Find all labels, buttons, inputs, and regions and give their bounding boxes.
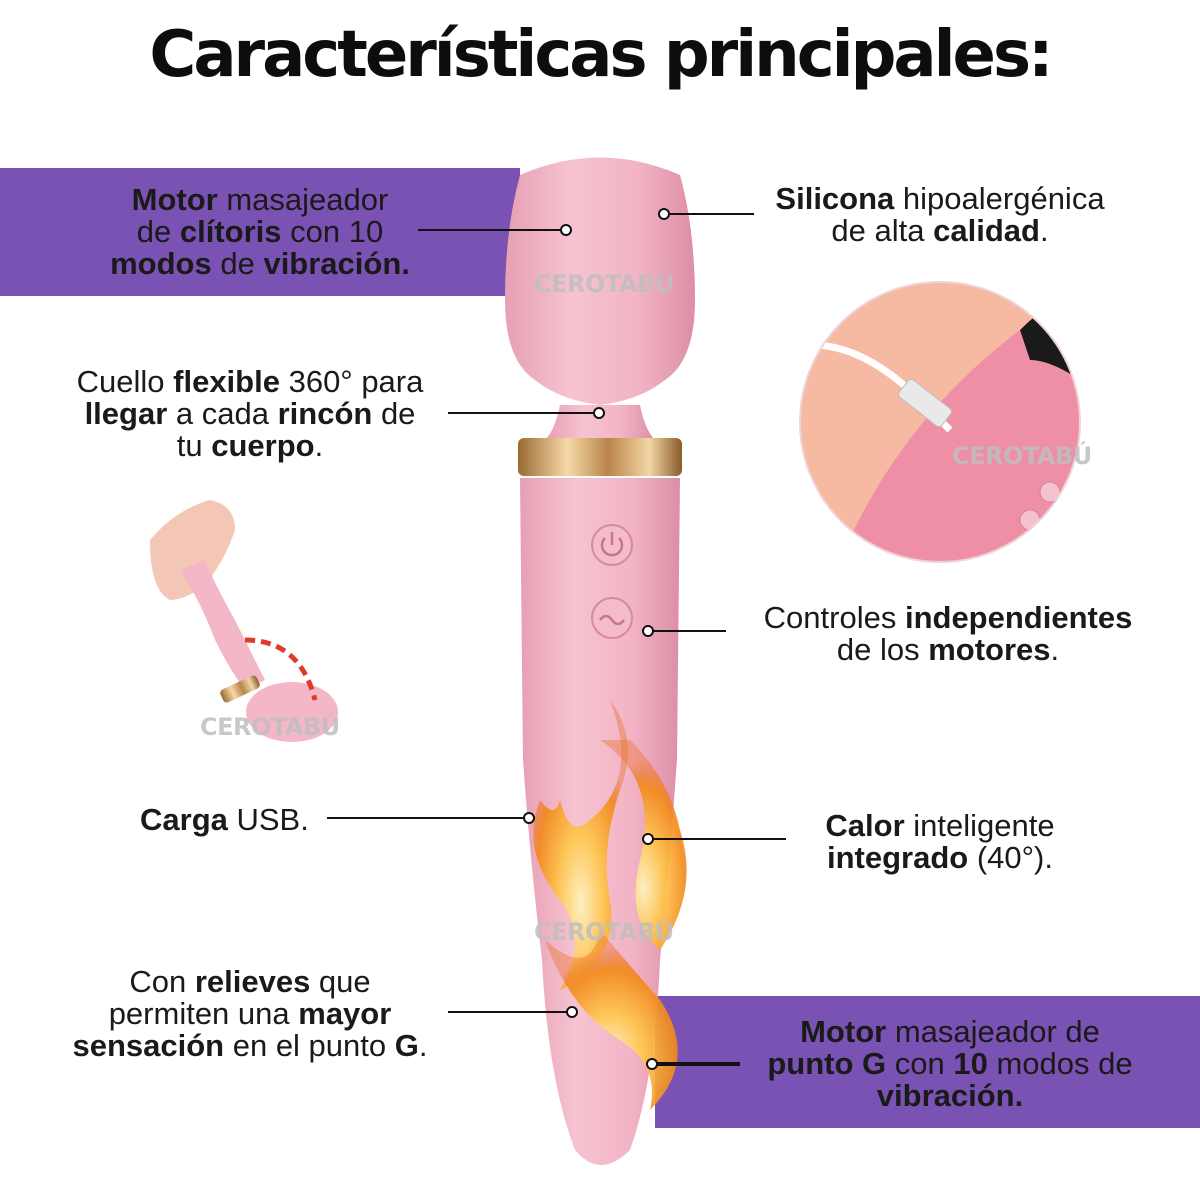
feature-gspot-motor: Motor masajeador de punto G con 10 modos… — [767, 1014, 1133, 1113]
feature-silicone: Silicona hipoalergénica de alta calidad. — [775, 181, 1105, 248]
callout-dot — [566, 1006, 578, 1018]
callout-dot — [593, 407, 605, 419]
leader-line — [652, 630, 726, 632]
leader-line — [668, 213, 754, 215]
usb-cable-icon — [799, 281, 1081, 563]
highlight-band-left — [0, 168, 520, 296]
callout-dot — [560, 224, 572, 236]
watermark: CEROTABÚ — [534, 918, 674, 946]
feature-controls: Controles independientes de los motores. — [763, 600, 1133, 667]
callout-dot — [642, 833, 654, 845]
gold-ring — [518, 438, 682, 476]
watermark: CEROTABÚ — [200, 713, 340, 741]
power-icon — [600, 532, 624, 557]
leader-line — [652, 838, 786, 840]
flexible-neck-illustration — [150, 500, 338, 742]
watermark: CEROTABÚ — [534, 270, 674, 298]
mode-button — [591, 597, 633, 639]
watermark: CEROTABÚ — [952, 442, 1092, 470]
feature-clitoral-motor: Motor masajeador de clítoris con 10 modo… — [110, 182, 410, 281]
leader-line — [656, 1062, 740, 1066]
wand-head — [505, 157, 695, 440]
wave-icon — [599, 614, 625, 626]
feature-usb-charge: Carga USB. — [140, 802, 309, 837]
leader-line — [327, 817, 525, 819]
feature-reliefs: Con relieves que permiten una mayor sens… — [72, 964, 428, 1063]
callout-dot — [658, 208, 670, 220]
callout-dot — [523, 812, 535, 824]
leader-line — [448, 1011, 568, 1013]
callout-dot — [642, 625, 654, 637]
highlight-band-right — [655, 996, 1200, 1128]
callout-dot — [646, 1058, 658, 1070]
page-title: Características principales: — [149, 18, 1053, 92]
leader-line — [418, 229, 564, 231]
feature-heat: Calor inteligente integrado (40°). — [825, 808, 1055, 875]
flame-icon — [533, 700, 687, 1110]
feature-flexible-neck: Cuello flexible 360° para llegar a cada … — [76, 364, 424, 463]
leader-line — [448, 412, 596, 414]
